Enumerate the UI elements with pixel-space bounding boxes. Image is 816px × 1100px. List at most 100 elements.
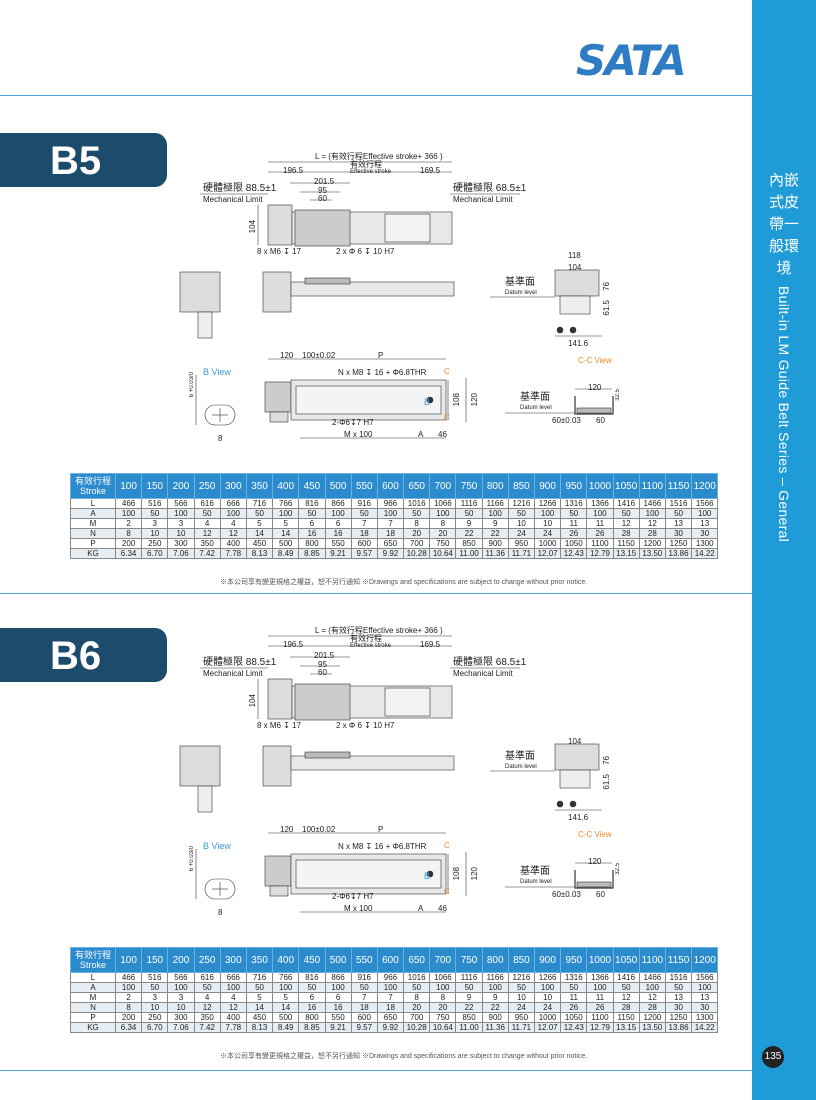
- stroke-column-header: 750: [455, 947, 483, 973]
- table-cell: 950: [507, 1012, 536, 1023]
- table-cell: 650: [376, 1012, 405, 1023]
- table-cell: 14.22: [691, 548, 719, 559]
- drawing-label-m-x-100: M x 100: [344, 904, 373, 913]
- drawing-label-datum-cn: 基準面: [505, 751, 535, 762]
- stroke-column-header: 200: [167, 947, 195, 973]
- stroke-column-header: 400: [272, 473, 300, 499]
- table-cell: 18: [376, 1002, 405, 1013]
- table-cell: 1516: [664, 972, 693, 983]
- stroke-column-header: 550: [350, 473, 378, 499]
- table-cell: 50: [298, 982, 326, 993]
- table-cell: 100: [638, 982, 666, 993]
- drawing-label-bottom-dim-100: 100±0.02: [302, 825, 336, 834]
- table-cell: 1300: [691, 1012, 719, 1023]
- stroke-column-header: 350: [245, 947, 274, 973]
- table-cell: 850: [455, 1012, 483, 1023]
- table-cell: 11.00: [455, 1022, 483, 1033]
- drawing-label-dim-46: 46: [438, 904, 447, 913]
- series-title: 內嵌式皮帶一般環境 Built-in LM Guide Belt Series …: [766, 170, 802, 542]
- table-cell: 10.64: [429, 1022, 457, 1033]
- drawing-label-bottom-dim-p: P: [378, 825, 384, 834]
- drawing-label-b-view-6: 6 +0.03/0: [189, 846, 195, 872]
- drawing-label-cs-dim-32-5: 32.5: [615, 863, 621, 875]
- stroke-column-header: 900: [533, 473, 562, 499]
- drawing-label-dim-60: 60: [318, 668, 327, 677]
- table-cell: 28: [638, 1002, 666, 1013]
- drawing-label-datum-en: Datum level: [505, 290, 537, 296]
- drawing-label-b-view-8: 8: [218, 434, 223, 443]
- drawing-label-end-dim-118: 118: [568, 251, 581, 260]
- drawing-label-section-c-bottom: C: [444, 887, 450, 896]
- drawing-label-dim-95: 95: [318, 660, 327, 669]
- table-cell: 8.85: [298, 1022, 326, 1033]
- table-cell: 3: [141, 992, 169, 1003]
- table-cell: 6: [298, 992, 326, 1003]
- drawing-label-mech-limit-left-cn: 硬體極限 88.5±1: [203, 183, 277, 194]
- drawing-label-end-dim-141-6: 141.6: [568, 339, 589, 348]
- table-cell: 4: [193, 992, 221, 1003]
- b-view-drawing: [195, 375, 236, 426]
- table-cell: 50: [350, 982, 378, 993]
- drawing-label-end-dim-61-5: 61.5: [602, 774, 611, 790]
- stroke-column-header: 600: [376, 947, 405, 973]
- table-cell: 1016: [403, 972, 431, 983]
- table-cell: 12.79: [586, 1022, 614, 1033]
- stroke-column-header: 550: [350, 947, 378, 973]
- table-cell: 966: [376, 972, 405, 983]
- drawing-label-dim-a: A: [418, 904, 424, 913]
- table-cell: 6: [324, 992, 352, 1003]
- table-cell: 1416: [612, 972, 640, 983]
- drawing-label-dim-169-5: 169.5: [420, 166, 441, 175]
- table-cell: 9.92: [376, 1022, 405, 1033]
- drawing-label-L-formula: L = (有效行程Effective stroke+ 366 ): [315, 152, 443, 161]
- drawing-label-bottom-dim-108: 108: [452, 393, 461, 407]
- drawing-label-effective-stroke-en: Effective stroke: [350, 643, 391, 649]
- table-cell: 1116: [455, 972, 483, 983]
- drawing-label-holes-phi6: 2 x Φ 6 ↧ 10 H7: [336, 247, 395, 256]
- stroke-column-header: 1200: [691, 947, 719, 973]
- table-cell: 10: [167, 1002, 195, 1013]
- drawing-label-end-dim-76: 76: [602, 282, 611, 291]
- table-cell: 50: [455, 982, 483, 993]
- stroke-column-header: 450: [298, 947, 326, 973]
- table-cell: 300: [167, 1012, 195, 1023]
- drawing-label-dim-104-height: 104: [248, 220, 257, 234]
- drawing-label-cc-view: C-C View: [578, 830, 612, 839]
- table-cell: 50: [612, 982, 640, 993]
- table-cell: 14: [272, 1002, 300, 1013]
- table-cell: 9.21: [324, 1022, 352, 1033]
- drawing-label-cs-dim-60-tol: 60±0.03: [552, 416, 581, 425]
- side-view-drawing: [179, 745, 455, 813]
- stroke-column-header: 850: [507, 947, 536, 973]
- drawing-label-mech-limit-right-en: Mechanical Limit: [453, 669, 513, 678]
- stroke-column-header: 100: [114, 473, 143, 499]
- table-cell: 350: [193, 1012, 221, 1023]
- drawing-label-dim-104-height: 104: [248, 694, 257, 708]
- side-view-drawing: [179, 271, 455, 339]
- drawing-label-mech-limit-right-cn: 硬體極限 68.5±1: [453, 657, 527, 668]
- drawing-label-datum2-en: Datum level: [520, 405, 552, 411]
- model-tab-b6: B6: [0, 628, 167, 682]
- drawing-label-L-formula: L = (有效行程Effective stroke+ 366 ): [315, 626, 443, 635]
- stroke-header-en: Stroke: [79, 486, 106, 496]
- stroke-column-header: 300: [219, 473, 247, 499]
- drawing-label-dim-a: A: [418, 430, 424, 439]
- table-cell: 7: [350, 992, 378, 1003]
- table-cell: 100: [324, 982, 352, 993]
- table-cell: 4: [219, 992, 247, 1003]
- drawing-label-section-c-bottom: C: [444, 413, 450, 422]
- table-cell: 5: [272, 992, 300, 1003]
- table-cell: 100: [167, 982, 195, 993]
- drawing-label-dim-95: 95: [318, 186, 327, 195]
- table-cell: 516: [141, 972, 169, 983]
- table-cell: 13.50: [638, 1022, 666, 1033]
- table-cell: 50: [560, 982, 588, 993]
- stroke-header-cn: 有效行程: [74, 950, 111, 960]
- drawing-label-mech-limit-right-en: Mechanical Limit: [453, 195, 513, 204]
